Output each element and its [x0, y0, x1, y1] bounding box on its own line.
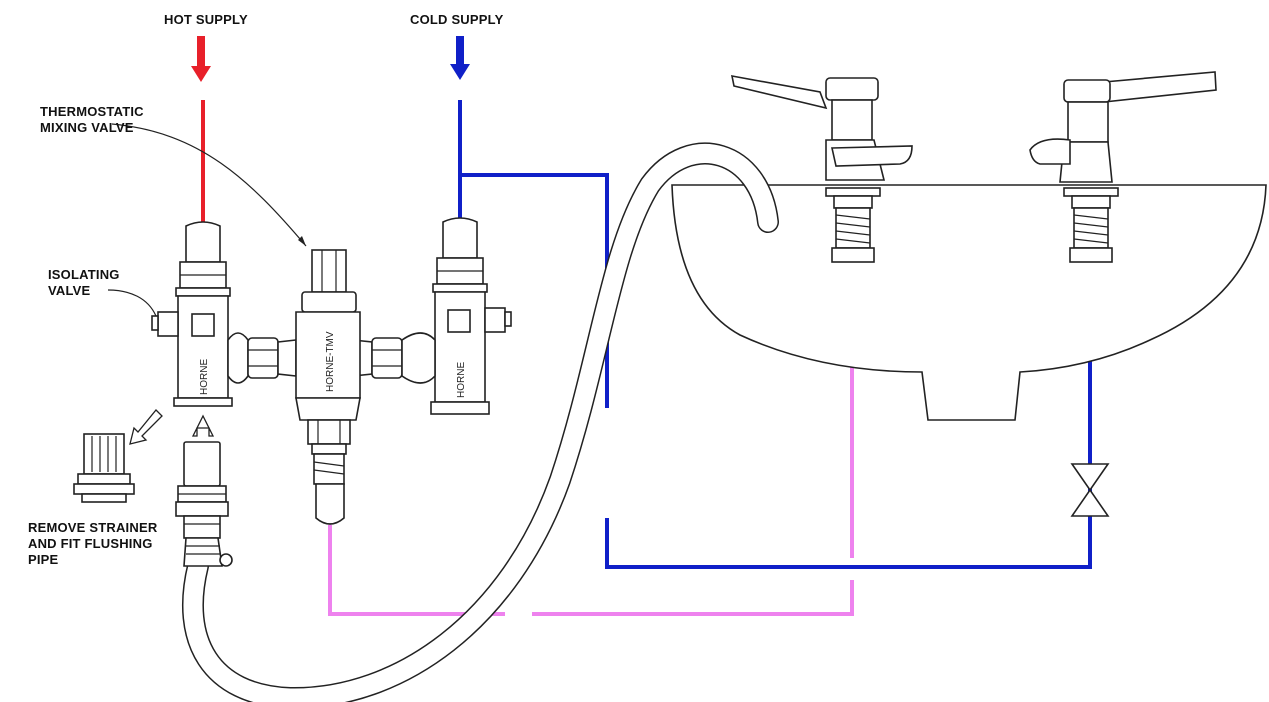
thermostatic-mixing-valve	[295, 249, 361, 525]
mixing-valve-leader	[111, 123, 307, 247]
hot-isolating-valve	[151, 221, 233, 407]
thermostatic-mixing-valve-label-line2: MIXING VALVE	[40, 120, 134, 135]
remove-strainer-label-line3: PIPE	[28, 552, 59, 567]
wash-basin	[671, 184, 1267, 421]
remove-arrow-icon	[129, 409, 163, 445]
cold-supply-arrow	[450, 36, 470, 80]
remove-strainer-label-line1: REMOVE STRAINER	[28, 520, 158, 535]
strainer-icon	[73, 433, 135, 503]
mixing-valve-leader-arrow	[298, 236, 306, 246]
mixed-outlet-pipe-2	[532, 580, 854, 616]
hot-supply-label: HOT SUPPLY	[164, 12, 248, 27]
isolating-valve-label-line2: VALVE	[48, 283, 91, 298]
thermostatic-mixing-valve-label-line1: THERMOSTATIC	[40, 104, 144, 119]
isolating-valve-label: ISOLATING VALVE	[48, 267, 120, 299]
remove-strainer-label: REMOVE STRAINER AND FIT FLUSHING PIPE	[28, 520, 157, 568]
flushing-pipe-fitting	[175, 414, 233, 567]
isolating-valve-label-line1: ISOLATING	[48, 267, 120, 282]
hot-basin-tap	[730, 75, 913, 263]
cold-return-pipe	[605, 262, 1092, 569]
thermostatic-mixing-valve-label: THERMOSTATIC MIXING VALVE	[40, 104, 144, 136]
hot-side-connector	[227, 332, 297, 384]
mixed-outlet-pipe	[328, 525, 505, 616]
cold-supply-label: COLD SUPPLY	[410, 12, 504, 27]
isolating-valve-leader	[107, 289, 157, 317]
cold-side-connector	[352, 332, 436, 384]
mixing-valve-brand: HORNE-TMV	[325, 331, 336, 392]
hot-supply-arrow	[191, 36, 211, 82]
service-valve-icon	[1070, 463, 1110, 517]
flushing-hose	[181, 142, 779, 702]
cold-valve-brand: HORNE	[456, 362, 467, 398]
hot-valve-brand: HORNE	[199, 359, 210, 395]
cold-basin-tap	[1029, 71, 1217, 263]
remove-strainer-label-line2: AND FIT FLUSHING	[28, 536, 153, 551]
cold-isolating-valve	[430, 217, 512, 415]
